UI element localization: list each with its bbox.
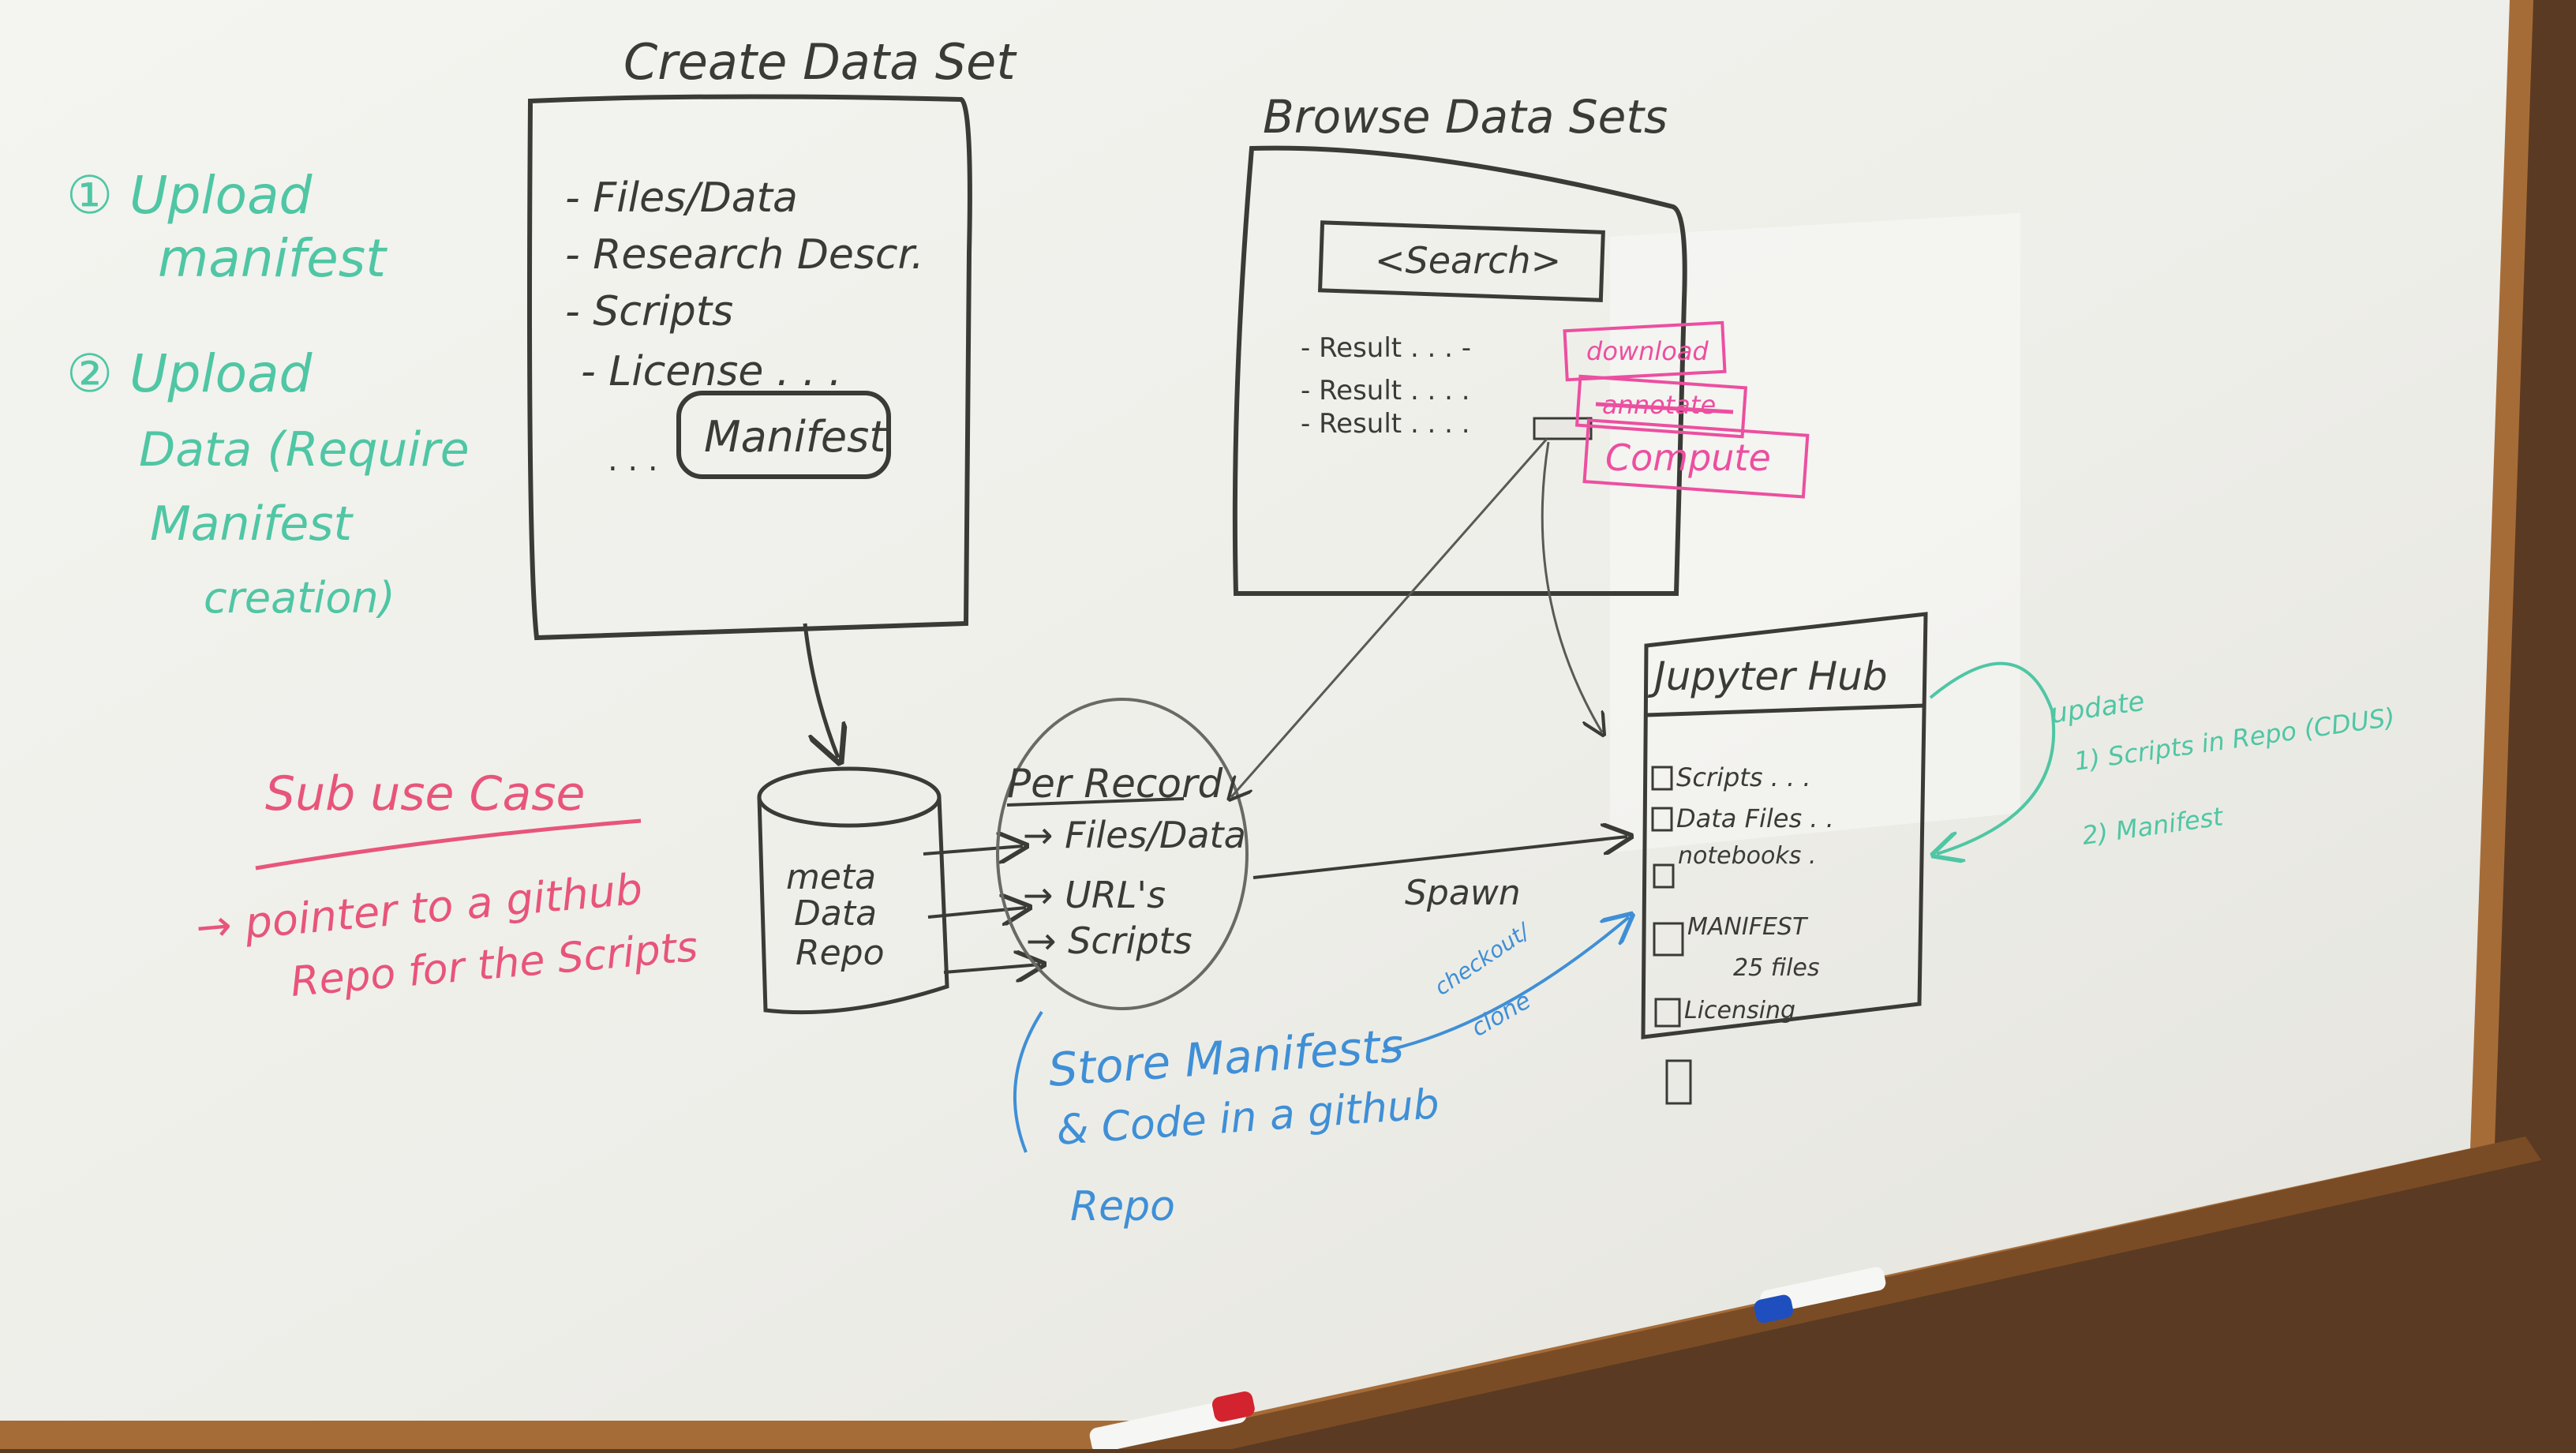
annotate-strike bbox=[1595, 402, 1734, 414]
checkbox bbox=[1665, 1059, 1692, 1105]
note-line: ② Upload bbox=[66, 343, 313, 404]
browse-box bbox=[1232, 145, 1687, 596]
blue-marker bbox=[1754, 1267, 1886, 1324]
per-record-to-result-line bbox=[1231, 438, 1548, 797]
create-title: Create Data Set bbox=[623, 33, 1017, 91]
red-marker bbox=[1089, 1391, 1255, 1453]
jupyter-hub-panel: Jupyter Hub Scripts . . . Data Files . .… bbox=[1641, 612, 1928, 1105]
jupyter-header-divider bbox=[1646, 703, 1925, 717]
browse-data-sets-panel: Browse Data Sets <Search> - Result . . .… bbox=[1232, 90, 1687, 596]
create-item: - Files/Data bbox=[565, 174, 798, 222]
checkbox bbox=[1653, 922, 1684, 957]
download-tag-label: download bbox=[1586, 336, 1709, 366]
annotate-tag bbox=[1574, 374, 1748, 439]
upload-notes: ① Upload manifest ② Upload Data (Require… bbox=[66, 165, 470, 623]
result-row: - Result . . . - bbox=[1301, 332, 1471, 364]
per-record-circle bbox=[996, 698, 1249, 1010]
note-line: Manifest bbox=[150, 496, 354, 552]
sub-use-case-title: Sub use Case bbox=[265, 766, 585, 822]
spawn-label: Spawn bbox=[1405, 873, 1521, 913]
manifest-label: Manifest bbox=[704, 412, 887, 462]
result-row: - Result . . . . bbox=[1301, 375, 1470, 406]
store-bracket bbox=[1013, 1010, 1043, 1153]
jupyter-item: Scripts . . . bbox=[1676, 762, 1811, 792]
jupyter-box bbox=[1641, 612, 1928, 1039]
note-line: manifest bbox=[158, 228, 388, 289]
jupyter-item: Data Files . . bbox=[1676, 803, 1834, 833]
browse-title: Browse Data Sets bbox=[1263, 90, 1668, 144]
create-ellipsis: . . . bbox=[608, 442, 658, 478]
repo-arrow bbox=[923, 846, 1023, 854]
result-action-tags: download annotate Compute bbox=[1563, 320, 1810, 499]
update-loop-arrow bbox=[1930, 661, 2056, 854]
create-item: - Research Descr. bbox=[565, 231, 924, 279]
repo-label: Repo bbox=[796, 933, 885, 973]
checkbox bbox=[1653, 863, 1675, 889]
repo-label: Data bbox=[794, 893, 877, 934]
checkbox bbox=[1651, 807, 1673, 832]
create-item: - Scripts bbox=[565, 288, 733, 335]
repo-arrow bbox=[927, 908, 1026, 917]
compute-tag-label: Compute bbox=[1605, 436, 1771, 479]
manifest-size: 25 files bbox=[1733, 954, 1820, 982]
create-box bbox=[527, 94, 972, 641]
repo-label: meta bbox=[786, 857, 876, 897]
manifest-button bbox=[676, 391, 891, 479]
note-line: ① Upload bbox=[66, 165, 313, 226]
create-to-repo-arrow bbox=[803, 623, 838, 758]
per-record-title: Per Record bbox=[1007, 761, 1223, 807]
download-tag bbox=[1563, 320, 1727, 382]
store-line: Repo bbox=[1070, 1183, 1175, 1230]
search-label: <Search> bbox=[1375, 239, 1561, 282]
cylinder-body bbox=[757, 796, 949, 1015]
note-line: Data (Require bbox=[139, 422, 470, 477]
per-record-item: → URL's bbox=[1023, 874, 1166, 916]
spawn-arrow bbox=[1252, 837, 1627, 879]
sub-use-case-underline bbox=[255, 818, 642, 871]
create-item: - License . . . bbox=[581, 348, 842, 395]
checkout-arrow bbox=[1382, 917, 1629, 1053]
checkbox bbox=[1654, 998, 1681, 1028]
compute-tag bbox=[1582, 418, 1810, 499]
checkbox bbox=[1651, 766, 1673, 791]
result-row: - Result . . . . bbox=[1301, 408, 1470, 440]
per-record-group: Per Record → Files/Data → URL's → Script… bbox=[996, 698, 1249, 1010]
per-record-item: → Scripts bbox=[1026, 919, 1193, 962]
jupyter-item: Licensing bbox=[1684, 997, 1795, 1024]
create-data-set-panel: Create Data Set - Files/Data - Research … bbox=[527, 33, 1017, 641]
result-to-jupyter-arrow bbox=[1541, 441, 1602, 732]
jupyter-item: notebooks . bbox=[1678, 842, 1816, 870]
result-action-button bbox=[1533, 417, 1593, 440]
jupyter-title: Jupyter Hub bbox=[1647, 653, 1888, 699]
light-reflection bbox=[1610, 213, 2020, 852]
meta-data-repo: meta Data Repo bbox=[757, 766, 949, 1015]
per-record-item: → Files/Data bbox=[1023, 814, 1246, 856]
jupyter-item: MANIFEST bbox=[1687, 913, 1809, 941]
per-record-underline bbox=[1006, 797, 1185, 807]
note-line: creation) bbox=[204, 573, 395, 623]
repo-arrow bbox=[943, 964, 1040, 972]
whiteboard-surface bbox=[0, 0, 2510, 1421]
search-box bbox=[1317, 220, 1605, 302]
